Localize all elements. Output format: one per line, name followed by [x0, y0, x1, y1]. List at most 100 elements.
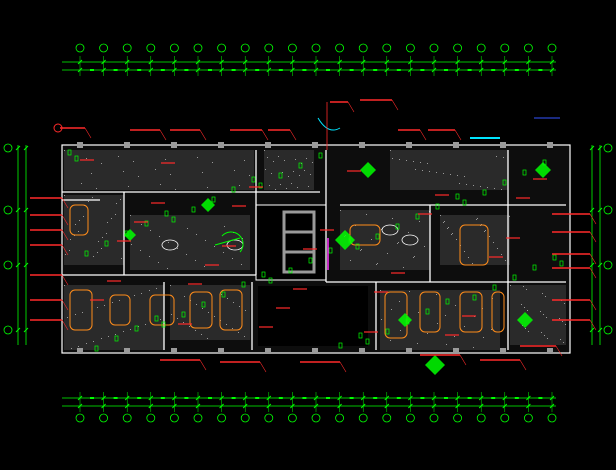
hatch-dot	[130, 329, 131, 330]
hatch-dot	[544, 335, 545, 336]
hatch-dot	[75, 224, 76, 225]
hatch-dot	[472, 263, 473, 264]
fixture-mark	[288, 267, 293, 274]
hatch-dot	[79, 220, 80, 221]
hatch-dot	[140, 250, 141, 251]
section-marker-arc	[221, 231, 244, 253]
dimension-dash	[538, 69, 543, 71]
hatch-dot	[93, 341, 94, 342]
conference-oval-1	[401, 234, 419, 246]
fixture-mark	[268, 277, 273, 284]
hatch-dot	[149, 290, 150, 291]
hatch-dot	[366, 214, 367, 215]
hatch-dot	[443, 222, 444, 223]
grid-bubble-right	[603, 205, 613, 215]
hatch-dot	[381, 319, 382, 320]
grid-bubble-bottom	[524, 413, 533, 423]
column	[124, 348, 130, 354]
grid-bubble-left	[3, 260, 13, 270]
dimension-dash	[444, 69, 448, 71]
hatch-dot	[88, 201, 89, 202]
fixture-mark	[261, 271, 266, 278]
hatch-dot	[212, 162, 213, 163]
annotation-leader-18	[589, 253, 597, 265]
hatch-dot	[444, 221, 445, 222]
hatch-dot	[390, 150, 391, 151]
grid-bubble-top	[217, 43, 227, 53]
hatch-dot	[106, 233, 107, 234]
furniture-table-8	[491, 291, 505, 333]
fixture-mark	[502, 179, 507, 186]
grid-bubble-top	[264, 43, 274, 53]
hatch-dot	[175, 189, 176, 190]
hatch-dot	[493, 242, 494, 243]
fixture-mark	[375, 233, 380, 240]
hatch-dot	[563, 342, 564, 343]
hatch-dot	[239, 306, 240, 307]
floor-hatch-1	[264, 150, 314, 190]
grid-bubble-right	[603, 325, 613, 335]
dimension-tick	[23, 262, 29, 268]
fixture-mark	[114, 335, 119, 342]
hatch-dot	[484, 231, 485, 232]
fixture-mark	[405, 318, 410, 325]
fixture-mark	[241, 281, 246, 288]
hatch-dot	[138, 326, 139, 327]
fixture-mark	[211, 196, 216, 203]
dimension-dash	[491, 69, 496, 71]
hatch-dot	[214, 316, 215, 317]
hatch-dot	[74, 235, 75, 236]
hatch-dot	[102, 237, 103, 238]
annotation-leader-14	[61, 299, 69, 311]
hatch-dot	[527, 310, 528, 311]
hatch-dot	[130, 215, 131, 216]
hatch-dot	[234, 170, 235, 171]
conference-oval-2	[161, 239, 179, 251]
annotation-leader-6	[391, 99, 399, 111]
hatch-dot	[177, 318, 178, 319]
grid-bubble-top	[429, 43, 439, 53]
column	[218, 348, 224, 354]
hatch-dot	[559, 318, 560, 319]
hatch-dot	[187, 228, 188, 229]
hatch-dot	[160, 184, 161, 185]
hatch-dot	[297, 187, 298, 188]
fixture-mark	[201, 301, 206, 308]
grid-bubble-bottom	[382, 413, 392, 423]
dimension-dash	[420, 69, 425, 71]
fixture-mark	[154, 315, 159, 322]
annotation-leaders	[30, 99, 597, 373]
fixture-mark	[144, 220, 149, 227]
fixture-mark	[134, 325, 139, 332]
hatch-dot	[264, 150, 265, 151]
dimension-tick	[589, 145, 595, 151]
dimension-tick	[15, 262, 21, 268]
hatch-dot	[201, 334, 202, 335]
column	[500, 142, 506, 148]
grid-bubble-bottom	[405, 413, 415, 423]
hatch-dot	[224, 226, 225, 227]
hatch-dot	[377, 263, 378, 264]
fixture-mark	[358, 332, 363, 339]
grid-bubble-left	[3, 205, 13, 215]
hatch-dot	[149, 256, 150, 257]
hatch-dot	[186, 254, 187, 255]
hatch-dot	[406, 160, 407, 161]
dimension-tick	[597, 327, 603, 333]
hatch-dot	[501, 254, 502, 255]
dimension-tick	[23, 207, 29, 213]
grid-bubble-bottom	[146, 413, 156, 423]
hatch-dot	[111, 218, 112, 219]
floor-hatch-4	[130, 215, 250, 270]
hatch-dot	[491, 329, 492, 330]
hatch-dot	[443, 173, 444, 174]
hatch-dot	[67, 317, 68, 318]
hatch-dot	[208, 312, 209, 313]
grid-bubble-bottom	[75, 413, 85, 423]
hatch-dot	[543, 314, 544, 315]
grid-bubble-top	[311, 43, 321, 53]
fixture-mark	[251, 176, 256, 183]
annotation-leader-16	[589, 213, 597, 225]
plant-symbol-6	[124, 229, 136, 241]
